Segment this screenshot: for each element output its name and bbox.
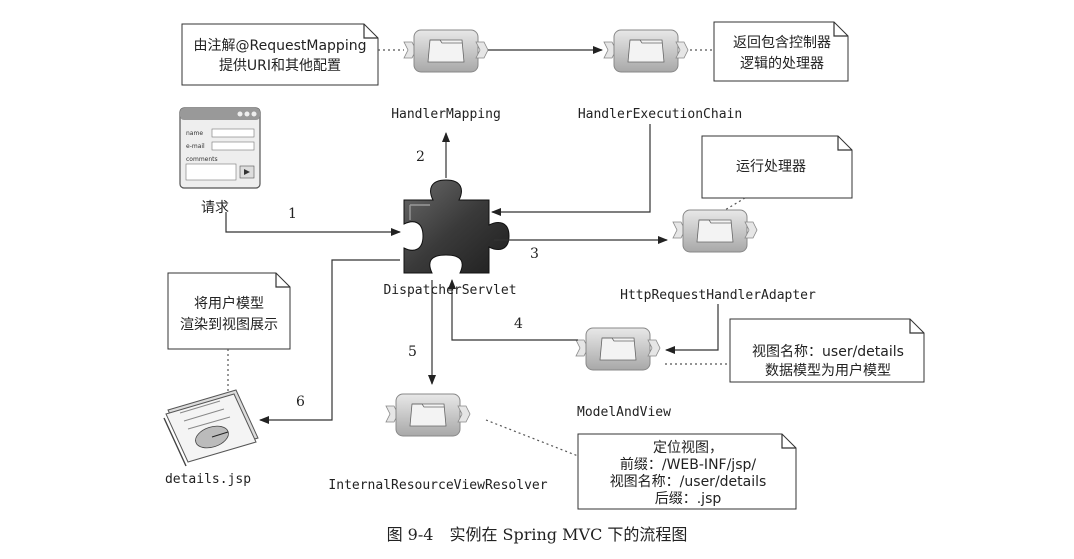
puzzle-piece-icon xyxy=(403,179,510,274)
http-request-handler-adapter-label: HttpRequestHandlerAdapter xyxy=(620,288,816,303)
note-run-line-1: 运行处理器 xyxy=(736,159,806,175)
note-mapping-line-2: 提供URI和其他配置 xyxy=(219,58,341,74)
step-3-label: 3 xyxy=(530,246,539,262)
form-comments-label: comments xyxy=(186,156,218,163)
step-4-label: 4 xyxy=(514,316,523,332)
note-mapping: 由注解@RequestMapping 提供URI和其他配置 xyxy=(181,23,379,86)
handler-mapping-label: HandlerMapping xyxy=(391,107,501,122)
dispatcher-servlet-label: DispatcherServlet xyxy=(383,283,516,298)
component-icon-execution-chain xyxy=(603,29,689,73)
step-6-label: 6 xyxy=(296,394,305,410)
form-name-label: name xyxy=(186,130,203,137)
note-resolver-line-4: 后缀：.jsp xyxy=(655,491,722,507)
step-1-label: 1 xyxy=(288,206,297,222)
note-chain-line-1: 返回包含控制器 xyxy=(733,35,831,51)
note-chain-line-2: 逻辑的处理器 xyxy=(740,56,824,72)
note-render: 将用户模型 渲染到视图展示 xyxy=(167,272,291,350)
dotted-connectors xyxy=(227,49,746,457)
details-jsp-label: details.jsp xyxy=(165,472,251,487)
note-resolver-line-1: 定位视图， xyxy=(653,440,723,456)
component-icon-view-resolver xyxy=(385,393,471,437)
flow-arrows xyxy=(225,46,719,424)
handler-execution-chain-label: HandlerExecutionChain xyxy=(578,107,742,122)
request-label: 请求 xyxy=(201,200,229,216)
note-resolver-line-2: 前缀：/WEB-INF/jsp/ xyxy=(620,456,757,473)
note-mapping-line-1: 由注解@RequestMapping xyxy=(194,38,367,54)
step-2-label: 2 xyxy=(416,149,425,165)
step-5-label: 5 xyxy=(408,344,417,360)
model-and-view-label: ModelAndView xyxy=(577,405,671,420)
note-resolver-line-3: 视图名称：/user/details xyxy=(610,474,767,490)
note-render-line-1: 将用户模型 xyxy=(194,295,264,312)
note-render-line-2: 渲染到视图展示 xyxy=(180,317,278,333)
internal-resource-view-resolver-label: InternalResourceViewResolver xyxy=(328,478,547,493)
component-icon-handler-mapping xyxy=(403,29,489,73)
note-view-name-line-1: 视图名称：user/details xyxy=(752,344,904,360)
component-icon-model-and-view xyxy=(575,327,661,371)
component-icon-handler-adapter xyxy=(672,209,758,253)
document-icon xyxy=(163,389,259,467)
note-run: 运行处理器 xyxy=(701,135,853,199)
form-email-label: e-mail xyxy=(186,143,205,150)
note-chain: 返回包含控制器 逻辑的处理器 xyxy=(713,21,849,82)
note-view-name: 视图名称：user/details 数据模型为用户模型 xyxy=(729,318,925,383)
figure-caption: 图 9-4 实例在 Spring MVC 下的流程图 xyxy=(387,525,688,544)
browser-form-icon: name e-mail comments xyxy=(179,107,261,189)
note-resolver: 定位视图， 前缀：/WEB-INF/jsp/ 视图名称：/user/detail… xyxy=(577,433,797,510)
note-view-name-line-2: 数据模型为用户模型 xyxy=(765,362,891,379)
